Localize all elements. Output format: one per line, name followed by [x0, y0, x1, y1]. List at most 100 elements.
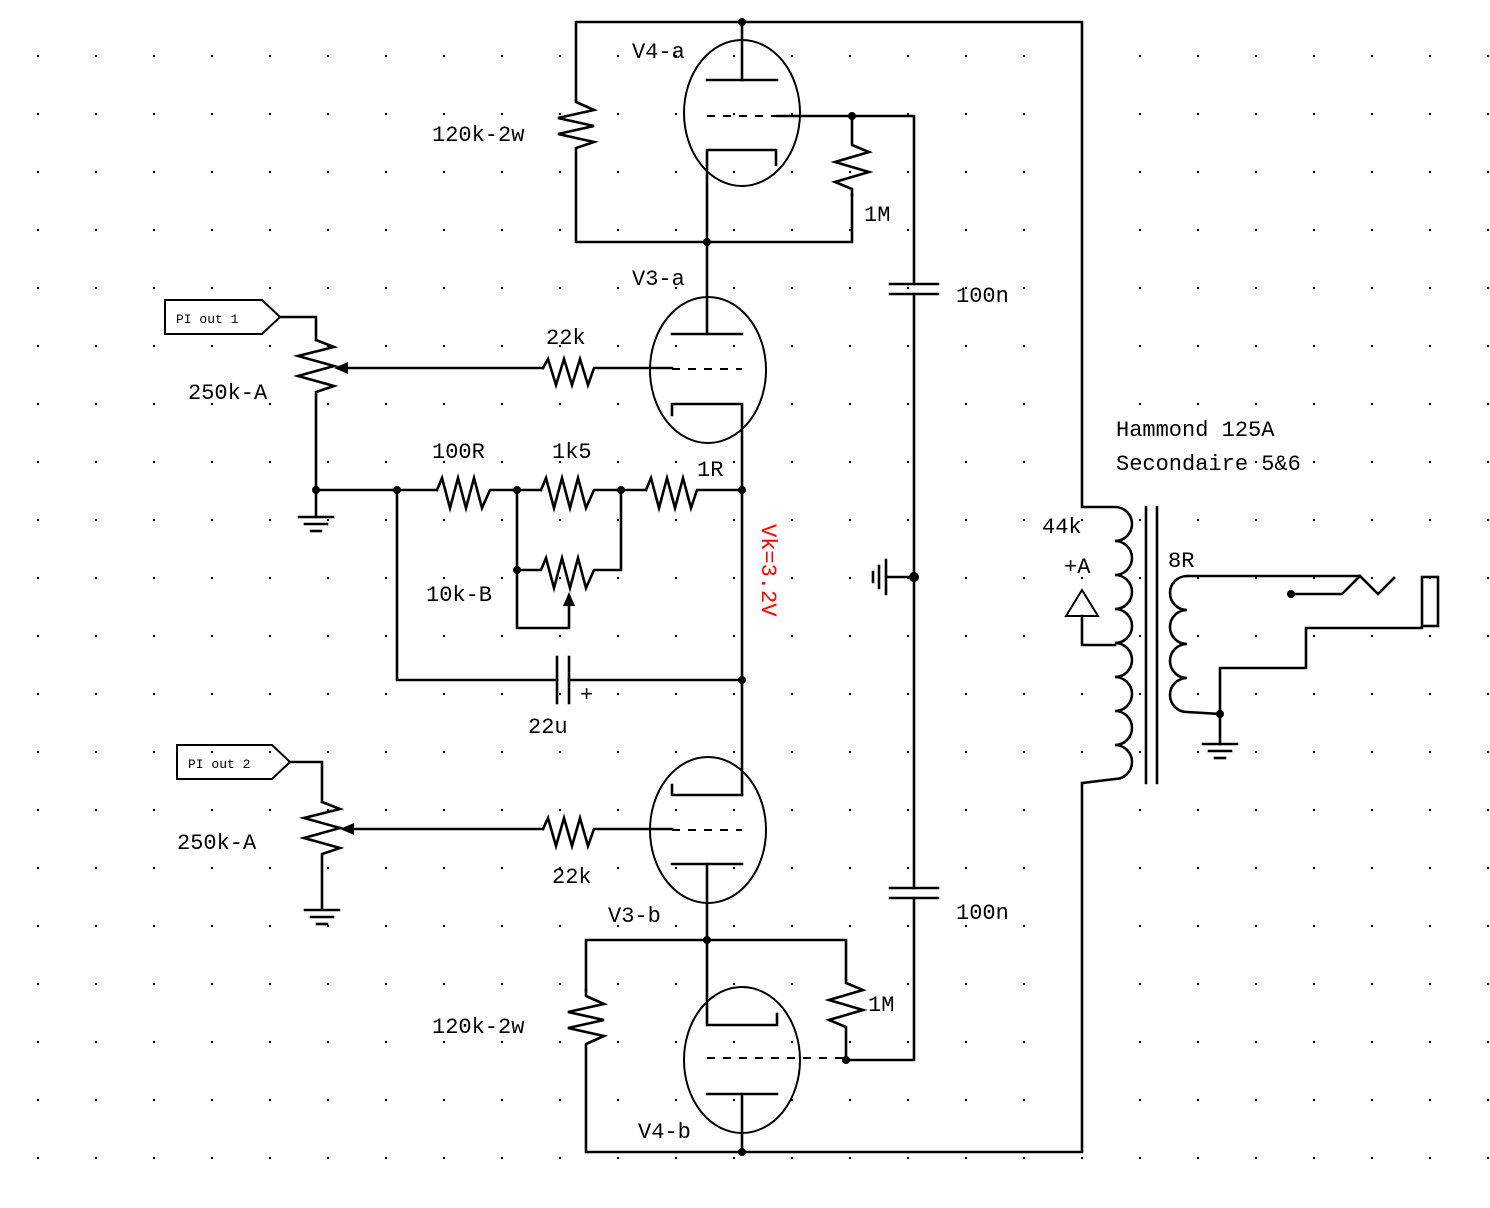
- grid-dot: [1139, 229, 1141, 231]
- resistor-120k-bottom[interactable]: [567, 783, 1084, 1154]
- grid-dot: [965, 229, 967, 231]
- grid-dot: [211, 113, 213, 115]
- label-r-22k-bottom: 22k: [552, 865, 592, 890]
- potentiometer-250k-bottom[interactable]: [298, 800, 345, 910]
- grid-dot: [443, 809, 445, 811]
- grid-dot: [37, 925, 39, 927]
- grid-dot: [1023, 519, 1025, 521]
- grid-dot: [675, 1041, 677, 1043]
- grid-dot: [1371, 1099, 1373, 1101]
- grid-dot: [269, 577, 271, 579]
- grid-dot: [269, 983, 271, 985]
- junction: [1287, 590, 1295, 598]
- grid-dot: [269, 751, 271, 753]
- grid-dot: [269, 229, 271, 231]
- grid-dot: [965, 577, 967, 579]
- grid-dot: [1255, 983, 1257, 985]
- resistor-22k-top[interactable]: [541, 354, 674, 390]
- grid-dot: [327, 1041, 329, 1043]
- grid-dot: [617, 287, 619, 289]
- tube-v3a[interactable]: [649, 240, 767, 492]
- potentiometer-10k-b[interactable]: [515, 488, 623, 594]
- grid-dot: [211, 925, 213, 927]
- grid-dot: [791, 983, 793, 985]
- grid-dot: [327, 577, 329, 579]
- grid-dot: [1487, 867, 1489, 869]
- grid-dot: [443, 1041, 445, 1043]
- tube-v4a[interactable]: [683, 20, 801, 244]
- label-r-1k5: 1k5: [552, 440, 592, 465]
- grid-dot: [1429, 867, 1431, 869]
- grid-dot: [211, 345, 213, 347]
- grid-dot: [1255, 113, 1257, 115]
- grid-dot: [211, 1157, 213, 1159]
- grid-dot: [1487, 113, 1489, 115]
- resistor-1m-bottom[interactable]: [824, 978, 868, 1062]
- grid-dot: [327, 635, 329, 637]
- port-pi-out-1[interactable]: PI out 1: [164, 299, 282, 335]
- transformer-hammond-125a[interactable]: [1080, 505, 1222, 785]
- grid-dot: [37, 229, 39, 231]
- grid-dot: [327, 693, 329, 695]
- resistor-100r[interactable]: [435, 472, 543, 514]
- grid-dot: [849, 403, 851, 405]
- grid-dot: [907, 403, 909, 405]
- grid-dot: [791, 171, 793, 173]
- resistor-1r[interactable]: [644, 472, 744, 514]
- grid-dot: [153, 229, 155, 231]
- label-pot-out2: 250k-A: [177, 831, 257, 856]
- grid-dot: [1197, 113, 1199, 115]
- grid-dot: [849, 577, 851, 579]
- junction: [842, 1056, 850, 1064]
- grid-dot: [443, 461, 445, 463]
- resistor-1k5[interactable]: [539, 472, 648, 514]
- grid-dot: [1023, 461, 1025, 463]
- grid-dot: [1255, 403, 1257, 405]
- grid-dot: [211, 287, 213, 289]
- grid-dot: [733, 171, 735, 173]
- tube-cathode: [705, 938, 779, 1027]
- grid-dot: [1313, 577, 1315, 579]
- grid-dot: [1313, 751, 1315, 753]
- grid-dot: [153, 635, 155, 637]
- grid-dot: [1197, 925, 1199, 927]
- grid-dot: [559, 171, 561, 173]
- grid-dot: [559, 519, 561, 521]
- label-v4a: V4-a: [632, 40, 685, 65]
- port-pi-out-2[interactable]: PI out 2: [176, 744, 292, 780]
- grid-dot: [965, 345, 967, 347]
- grid-dot: [1023, 287, 1025, 289]
- potentiometer-250k-top[interactable]: [292, 338, 339, 492]
- grid-dot: [733, 867, 735, 869]
- resistor-120k-top[interactable]: [557, 98, 854, 244]
- grid-dot: [269, 171, 271, 173]
- grid-dot: [385, 1041, 387, 1043]
- grid-dot: [1313, 287, 1315, 289]
- label-supply: +A: [1064, 555, 1091, 580]
- grid-dot: [733, 809, 735, 811]
- grid-dot: [1429, 171, 1431, 173]
- grid-dot: [327, 519, 329, 521]
- resistor-22k-bottom[interactable]: [541, 813, 674, 851]
- grid-dot: [37, 55, 39, 57]
- tube-v4b[interactable]: [683, 938, 846, 1154]
- grid-dot: [907, 983, 909, 985]
- grid-dot: [1371, 461, 1373, 463]
- grid-dot: [849, 461, 851, 463]
- tube-v3b[interactable]: [649, 756, 767, 942]
- port-shape: [176, 744, 292, 780]
- grid-dot: [965, 171, 967, 173]
- wire-cap-22u-left: [395, 488, 559, 682]
- grid-dot: [1139, 55, 1141, 57]
- wiper-arrow: [340, 823, 354, 835]
- grid-dot: [1197, 809, 1199, 811]
- grid-dot: [617, 751, 619, 753]
- grid-dot: [385, 229, 387, 231]
- grid-dot: [965, 751, 967, 753]
- grid-dot: [1139, 809, 1141, 811]
- resistor-1m-top[interactable]: [830, 114, 874, 197]
- grid-dot: [849, 1157, 851, 1159]
- grid-dot: [211, 635, 213, 637]
- label-c-22u: 22u: [528, 715, 568, 740]
- output-jack[interactable]: [1185, 574, 1440, 716]
